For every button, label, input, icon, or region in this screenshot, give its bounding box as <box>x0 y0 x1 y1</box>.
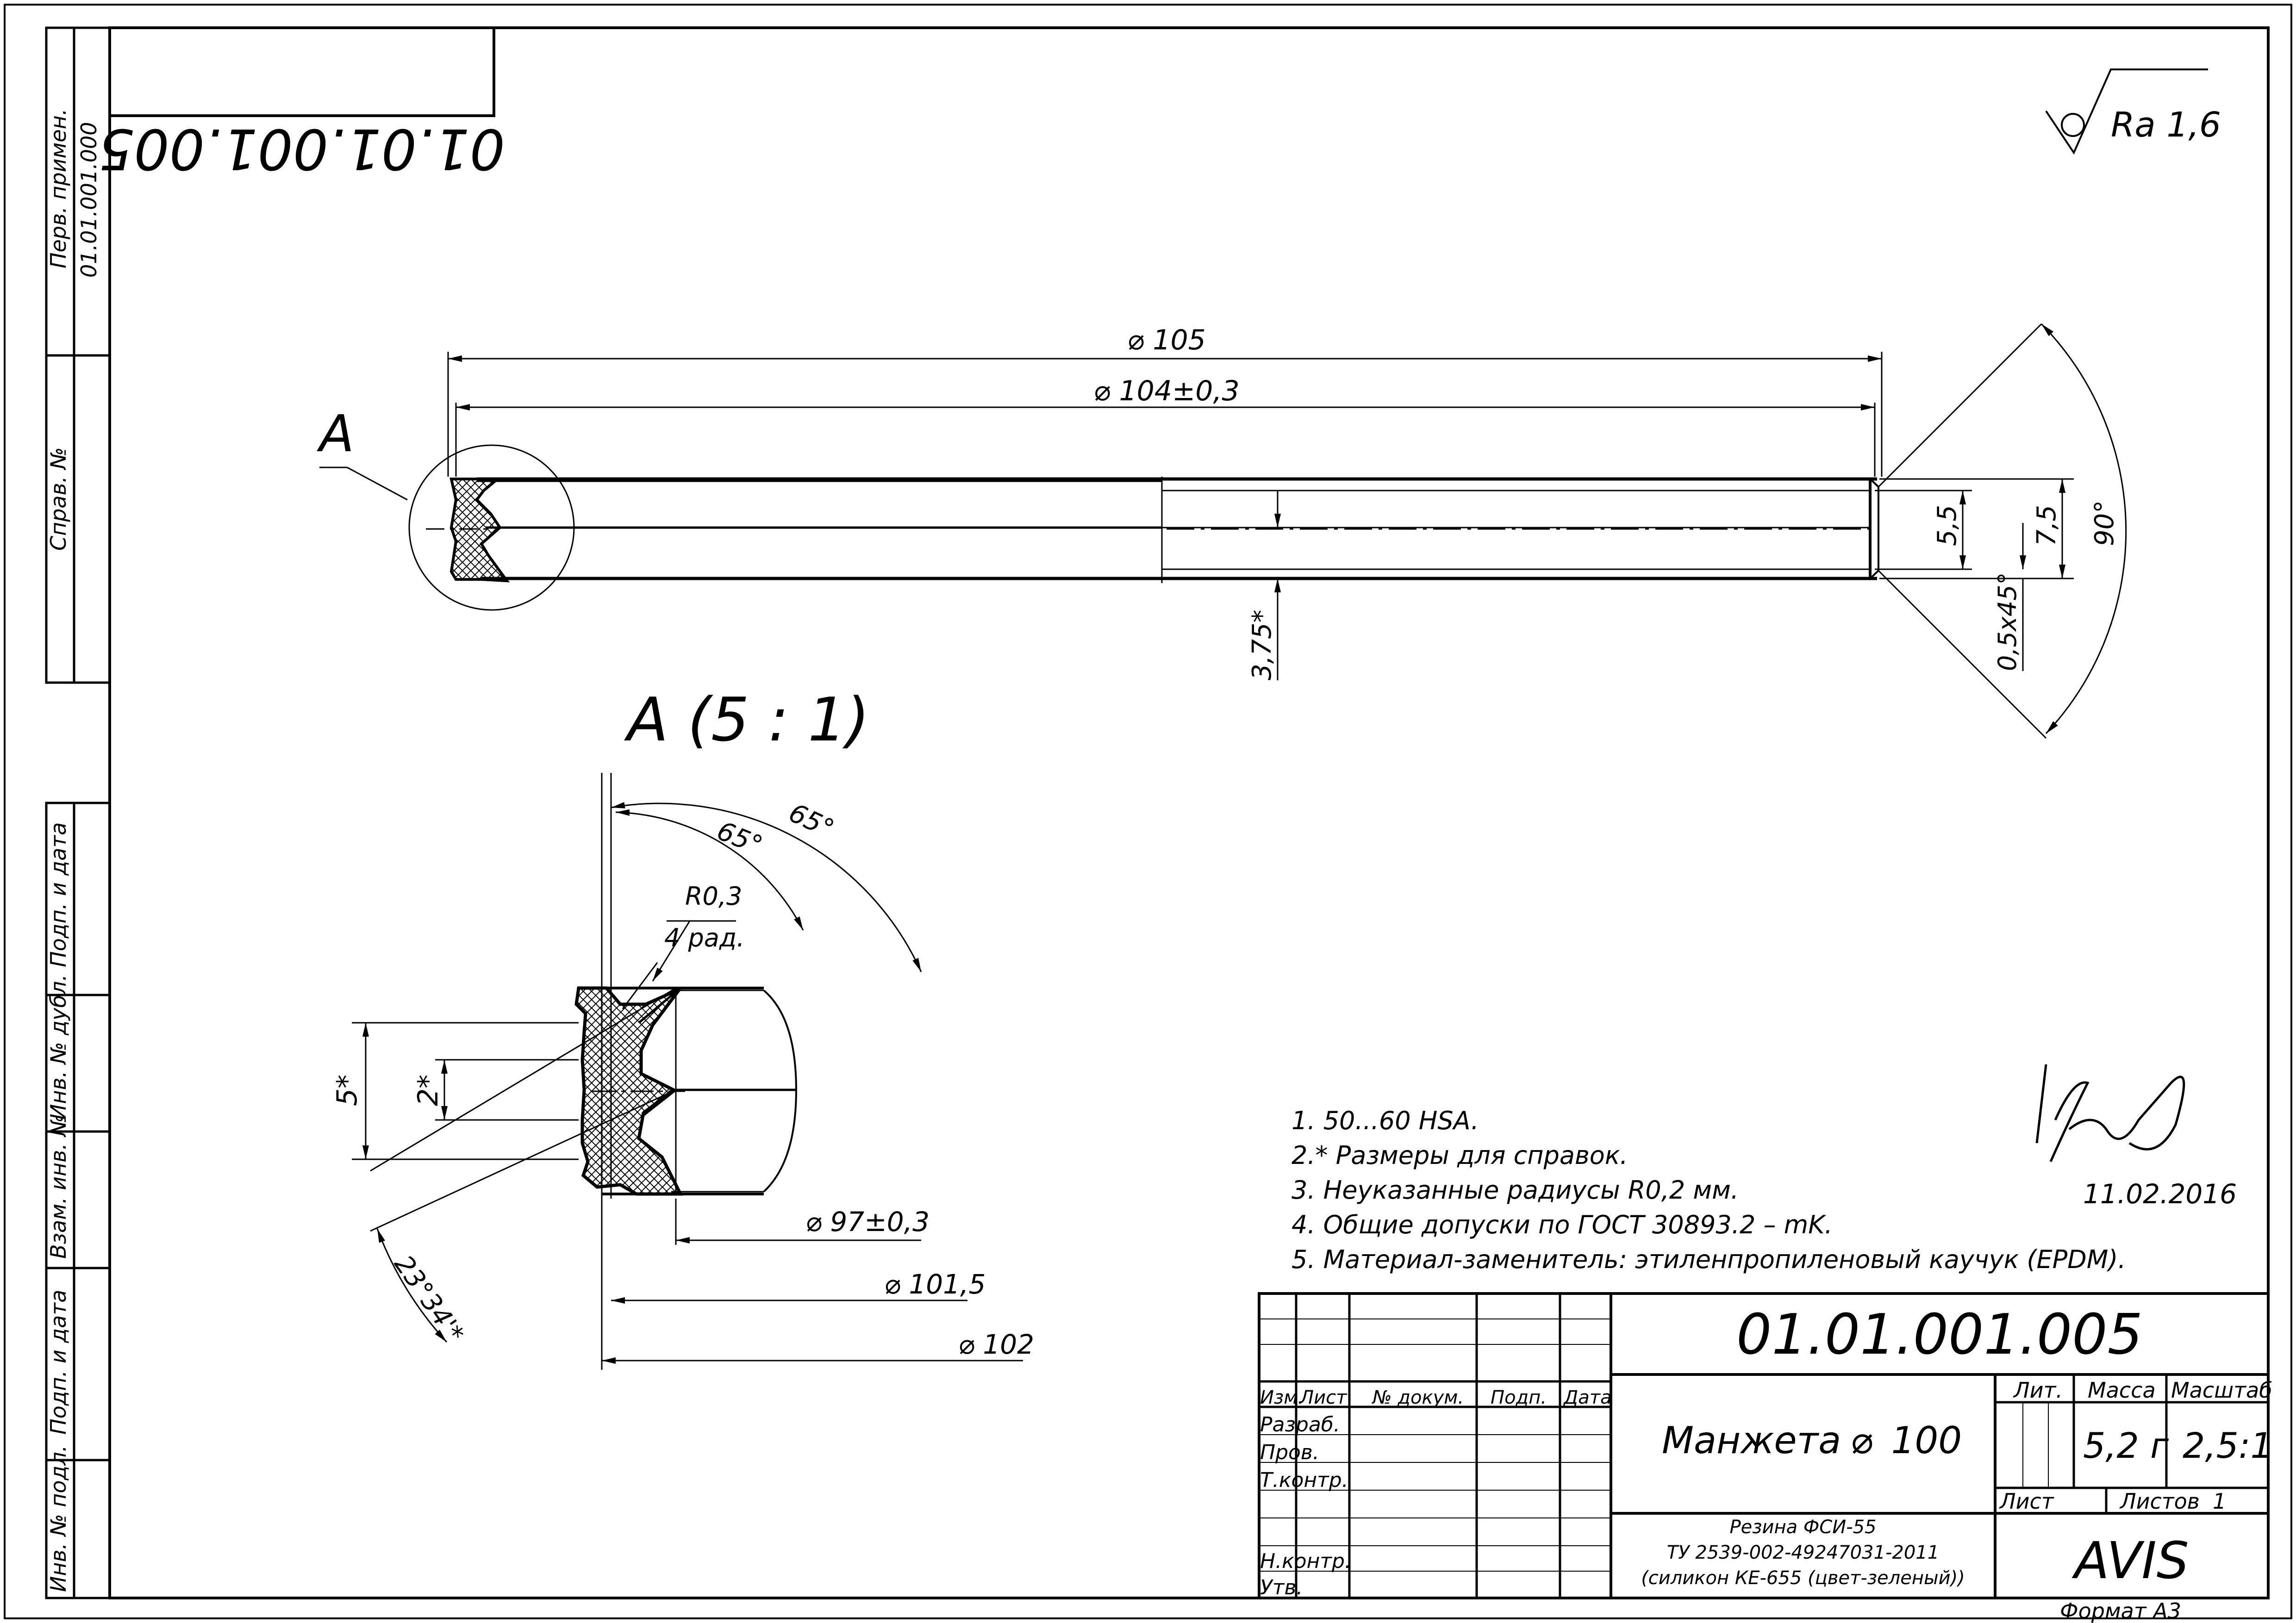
signature-date: 11.02.2016 <box>2083 1178 2237 1210</box>
dim-d97: ⌀ 97±0,3 <box>805 1206 930 1237</box>
company-name: AVIS <box>2071 1531 2189 1590</box>
note-1: 1. 50...60 HSA. <box>1292 1106 1479 1135</box>
signature: 11.02.2016 <box>2035 1064 2237 1210</box>
scale-value: 2,5:1 <box>2183 1425 2273 1466</box>
material-line-1: Резина ФСИ-55 <box>1730 1517 1877 1538</box>
sheets-value: 1 <box>2213 1489 2226 1514</box>
tb-label-n-dokum: № докум. <box>1372 1387 1464 1408</box>
tb-label-razrab: Разраб. <box>1260 1413 1340 1436</box>
dim-angle90: 90° <box>2090 500 2120 546</box>
roughness-symbol: Ra 1,6 <box>2045 68 2221 155</box>
part-name: Манжета⌀100 <box>1662 1419 1962 1462</box>
note-3: 3. Неуказанные радиусы R0,2 мм. <box>1292 1175 1739 1205</box>
dim-angle23: 23°34'* <box>388 1250 470 1349</box>
dim-d105: ⌀ 105 <box>1127 324 1206 356</box>
mirrored-number-box: 01.01.001.005 <box>99 26 505 180</box>
detail-dimensions: 65° 65° R0,3 4 рад. 5* 2* 23°34'* ⌀ 97±0… <box>331 773 1034 1370</box>
sheet-format: Формат А3 <box>2060 1598 2181 1623</box>
sheet-frame <box>4 4 2292 1619</box>
side-label-inv-dubl: Инв. № дубл. <box>46 974 71 1120</box>
detail-title: А (5 : 1) <box>624 684 870 755</box>
mass-value: 5,2 г <box>2083 1425 2169 1466</box>
dim-w375: 3,75* <box>1247 609 1277 680</box>
note-2: 2.* Размеры для справок. <box>1292 1141 1628 1170</box>
dim-chamfer: 0,5x45° <box>1993 572 2022 671</box>
tb-label-tkontr: Т.контр. <box>1260 1468 1348 1492</box>
dim-h2: 2* <box>412 1075 444 1106</box>
mirrored-drawing-number: 01.01.001.005 <box>99 116 505 180</box>
tb-label-izm: Изм. <box>1260 1387 1304 1408</box>
side-label-podp-data-2: Подп. и дата <box>46 1290 71 1435</box>
dim-radius-count: 4 рад. <box>664 923 744 952</box>
side-columns: Перв. примен. 01.01.001.000 Справ. № Под… <box>45 26 111 1599</box>
dim-angle65-inner: 65° <box>713 816 767 861</box>
drawing-number: 01.01.001.005 <box>1736 1303 2143 1367</box>
tb-label-list: Лист <box>1299 1387 1348 1408</box>
dim-angle65-outer: 65° <box>784 798 838 845</box>
main-dimensions: ⌀ 105 ⌀ 104±0,3 5,5 7,5 0,5x45° 90° 3,75… <box>447 323 2127 739</box>
material-line-3: (силикон КЕ-655 (цвет-зеленый)) <box>1641 1567 1965 1589</box>
side-label-inv-podl: Инв. № подл. <box>46 1445 71 1592</box>
technical-notes: 1. 50...60 HSA. 2.* Размеры для справок.… <box>1292 1106 2126 1274</box>
tb-label-utv: Утв. <box>1260 1576 1303 1599</box>
tb-label-list2: Лист <box>1999 1489 2054 1514</box>
tb-label-massa: Масса <box>2088 1378 2156 1403</box>
side-label-podp-data: Подп. и дата <box>46 822 71 967</box>
roughness-value: Ra 1,6 <box>2111 105 2221 145</box>
tb-label-prov: Пров. <box>1260 1441 1319 1464</box>
note-4: 4. Общие допуски по ГОСТ 30893.2 – mK. <box>1292 1210 1833 1239</box>
view-a-label: А <box>317 404 354 463</box>
side-value-perv: 01.01.001.000 <box>76 122 101 278</box>
side-label-perv-primen: Перв. примен. <box>46 109 71 268</box>
tb-label-sheets: Листов <box>2119 1489 2200 1514</box>
tb-label-masshtab: Масштаб <box>2171 1378 2272 1403</box>
dim-d104: ⌀ 104±0,3 <box>1093 375 1239 407</box>
tb-label-nkontr: Н.контр. <box>1260 1549 1351 1573</box>
material-line-2: ТУ 2539-002-49247031-2011 <box>1667 1542 1939 1563</box>
dim-h55: 5,5 <box>1932 505 1962 546</box>
dim-d102: ⌀ 102 <box>958 1329 1034 1360</box>
dim-d1015: ⌀ 101,5 <box>884 1269 986 1300</box>
dim-radius: R0,3 <box>685 882 742 911</box>
main-section-view: А <box>317 404 1879 611</box>
note-5: 5. Материал-заменитель: этиленпропиленов… <box>1292 1245 2126 1274</box>
side-label-vzam-inv: Взам. инв. № <box>46 1114 71 1259</box>
dim-h75: 7,5 <box>2032 505 2062 546</box>
side-label-sprav: Справ. № <box>46 447 71 551</box>
tb-label-lit: Лит. <box>2013 1378 2063 1403</box>
tb-label-podp: Подп. <box>1491 1387 1547 1408</box>
title-block: Изм. Лист № докум. Подп. Дата Разраб. Пр… <box>1258 1292 2273 1599</box>
tb-label-data: Дата <box>1563 1387 1612 1408</box>
dim-h5: 5* <box>331 1075 363 1106</box>
